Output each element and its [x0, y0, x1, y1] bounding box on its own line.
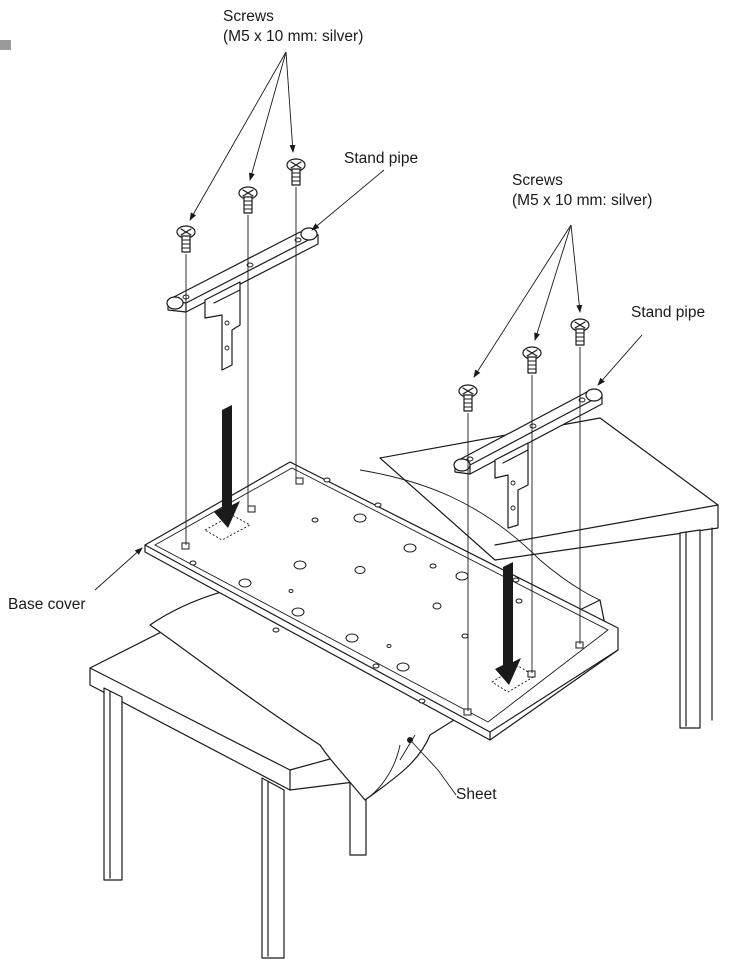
alignment-lines — [185, 187, 581, 711]
back-table — [379, 417, 719, 729]
section-marker — [0, 40, 11, 50]
down-arrows — [214, 405, 521, 685]
stand-pipe-left — [166, 227, 319, 371]
screws-right-label-line2: (M5 x 10 mm: silver) — [512, 192, 653, 209]
screws-right — [458, 318, 590, 412]
sheet-label: Sheet — [456, 786, 497, 803]
front-table — [89, 619, 371, 959]
stand-pipe-right — [453, 388, 603, 529]
stand-pipe-left-label: Stand pipe — [344, 150, 419, 167]
screws-left — [176, 158, 306, 253]
screws-left-label-line1: Screws — [223, 8, 274, 25]
screws-left-label-line2: (M5 x 10 mm: silver) — [223, 28, 364, 45]
screws-right-label-line1: Screws — [512, 172, 563, 189]
callout-leaders — [94, 51, 643, 796]
base-cover-label: Base cover — [8, 596, 86, 613]
stand-pipe-right-label: Stand pipe — [631, 304, 706, 321]
